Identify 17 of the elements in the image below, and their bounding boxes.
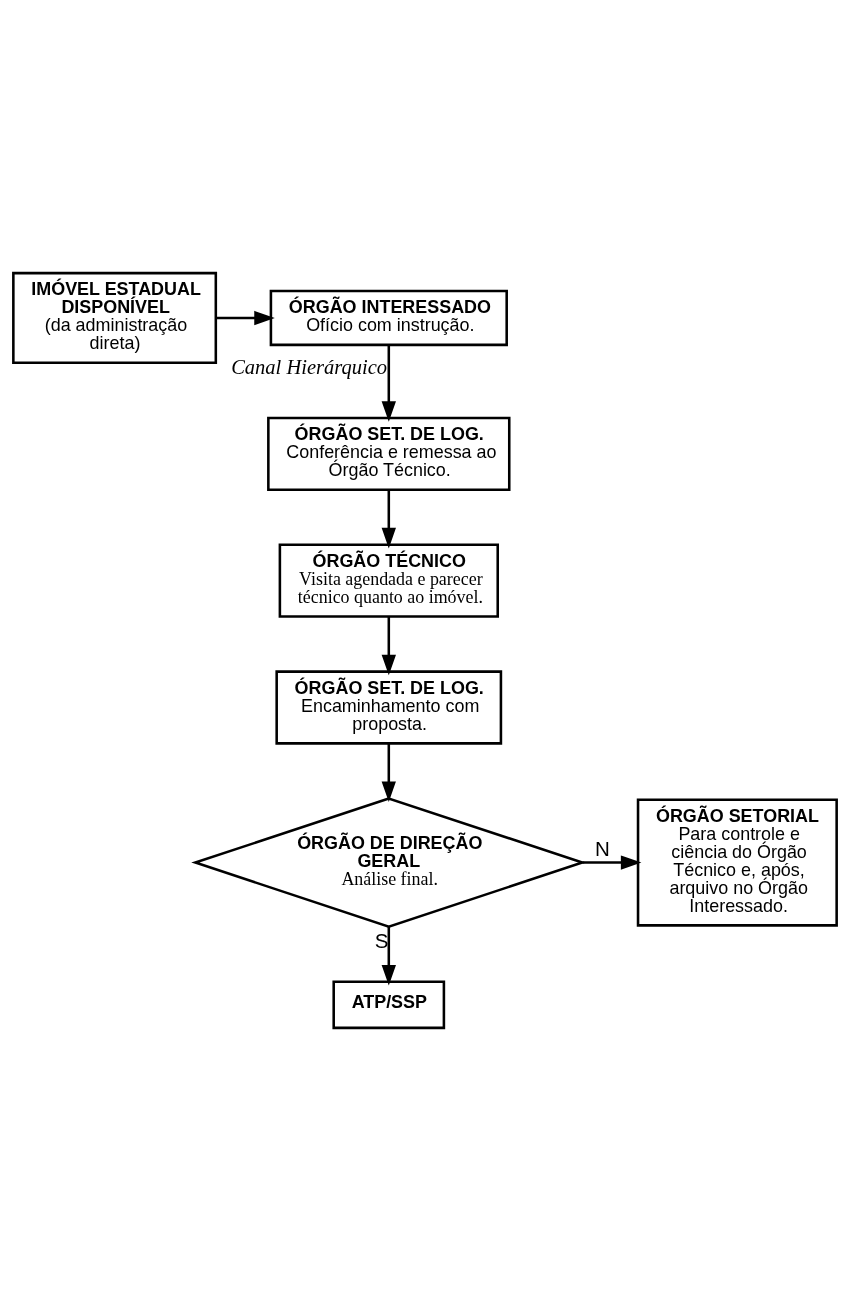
arrow <box>381 344 396 422</box>
arrow <box>381 616 396 675</box>
arrow <box>381 489 396 548</box>
arrow <box>582 854 642 870</box>
edge-label: S <box>374 928 389 952</box>
node-box: ÓRGÃO SETORIAL Para controle e ciência do Órgão Técnico e, após, arquivo no Órgão Interessado. <box>636 798 838 927</box>
arrow <box>216 310 275 325</box>
node-box: ÓRGÃO SET. DE LOG. Encaminhamento com proposta. <box>275 669 503 745</box>
edge-label: Canal Hierárquico <box>231 355 388 378</box>
node-box: ÓRGÃO INTERESSADO Ofício com instrução. <box>269 289 508 346</box>
node-box: IMÓVEL ESTADUAL DISPONÍVEL (da administração direta) <box>12 271 218 364</box>
arrow <box>381 926 396 986</box>
edge-label: N <box>594 836 610 860</box>
node-box: ÓRGÃO TÉCNICO Visita agendada e parecer técnico quanto ao imóvel. <box>278 543 499 618</box>
node-box: ATP/SSP <box>332 979 446 1029</box>
node-box: ÓRGÃO SET. DE LOG. Conferência e remessa ao Órgão Técnico. <box>267 416 511 491</box>
arrow <box>381 742 396 802</box>
